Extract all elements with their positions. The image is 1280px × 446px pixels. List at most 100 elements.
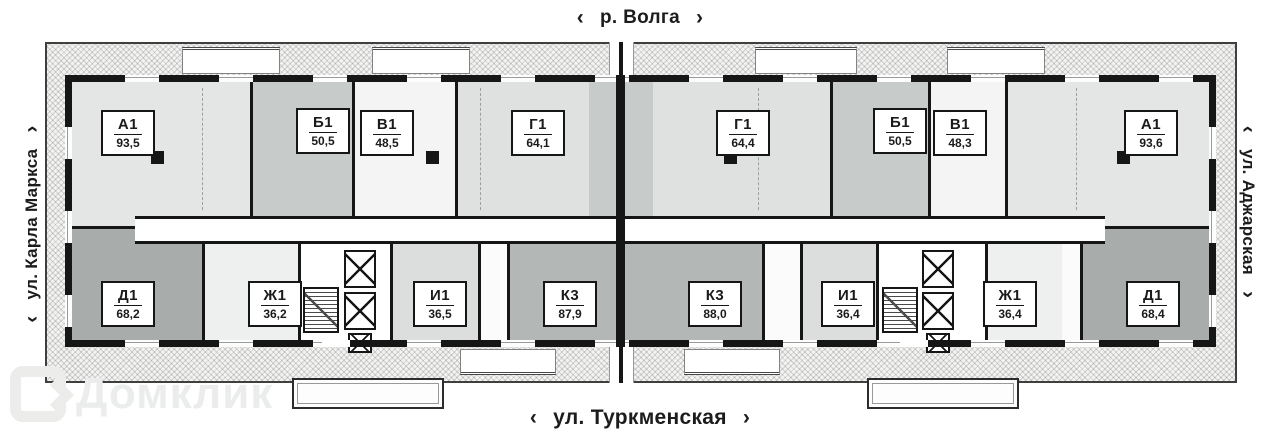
elevator [922,292,954,330]
wall [72,226,135,229]
label-divider [114,305,142,306]
balcony [684,349,780,375]
wall [1080,244,1083,340]
exterior-wall [1209,75,1216,347]
label-divider [834,305,862,306]
elevator [922,250,954,288]
chevron-left-icon: ‹ [20,315,43,323]
apartment-label-b1-left[interactable]: Б1 50,5 [296,108,350,154]
balcony [947,47,1045,74]
wall [830,82,833,216]
apartment-area: 68,4 [1141,307,1165,321]
apartment-area: 64,4 [731,136,755,150]
chevron-right-icon: › [1237,290,1260,299]
apartment-area: 64,1 [526,136,550,150]
label-divider [1139,305,1167,306]
chevron-left-icon: ‹ [529,406,538,429]
apartment-area: 93,5 [116,136,140,150]
wall [507,244,510,340]
entrance-porch [292,378,444,409]
apartment-code: Д1 [1142,287,1164,304]
apartment-label-zh1-left[interactable]: Ж1 36,2 [248,281,302,327]
balcony [755,47,857,74]
apartment-label-v1-right[interactable]: В1 48,3 [933,110,987,156]
corridor [135,216,619,244]
dashed-line [202,88,203,210]
apartment-code: К3 [560,287,580,304]
apartment-unit-a1-right[interactable] [1005,82,1209,226]
apartment-code: К3 [705,287,725,304]
chevron-right-icon: › [695,6,704,29]
street-label-south: ‹ ул. Туркменская › [470,406,810,430]
apartment-label-a1-right[interactable]: А1 93,6 [1124,110,1178,156]
column [426,151,439,164]
apartment-area: 36,4 [998,307,1022,321]
street-label-east: ‹ ул. Аджарская › [1236,102,1260,322]
wall [250,82,253,216]
label-divider [524,134,552,135]
entrance-porch [867,378,1019,409]
apartment-area: 93,6 [1139,136,1163,150]
wall [390,244,393,340]
apartment-label-a1-left[interactable]: А1 93,5 [101,110,155,156]
apartment-code: Д1 [117,287,139,304]
apartment-code: Ж1 [263,287,287,304]
apartment-label-d1-left[interactable]: Д1 68,2 [101,281,155,327]
label-divider [309,132,337,133]
exterior-wall [65,75,72,347]
apartment-code: А1 [117,116,139,133]
apartment-code: Ж1 [998,287,1022,304]
apartment-label-zh1-right[interactable]: Ж1 36,4 [983,281,1037,327]
apartment-label-d1-right[interactable]: Д1 68,4 [1126,281,1180,327]
apartment-label-g1-right[interactable]: Г1 64,4 [716,110,770,156]
apartment-unit-g1-left-hall[interactable] [589,82,619,216]
label-divider [886,132,914,133]
wall [762,244,765,340]
chevron-right-icon: › [742,406,751,429]
chevron-right-icon: › [20,125,43,133]
street-label-west: ‹ ул. Карла Маркса › [20,114,44,334]
wall [202,244,205,340]
balcony [182,47,280,74]
seam-wall [616,75,625,347]
wall [478,244,481,340]
corridor [623,216,1105,244]
wall [1005,82,1008,216]
entrance-door [900,340,928,347]
wall [928,82,931,216]
dashed-line [480,88,481,210]
apartment-area: 36,2 [263,307,287,321]
apartment-unit-g1-right-hall[interactable] [623,82,653,216]
label-divider [373,134,401,135]
street-label-north: ‹ р. Волга › [490,6,790,30]
apartment-code: В1 [376,116,398,133]
apartment-area: 87,9 [558,307,582,321]
label-divider [114,134,142,135]
seam-wall [619,42,623,75]
wall [1105,226,1209,229]
apartment-label-k3-right[interactable]: К3 88,0 [688,281,742,327]
apartment-unit-d1-right[interactable] [1105,229,1209,244]
elevator [344,292,376,330]
apartment-label-v1-left[interactable]: В1 48,5 [360,110,414,156]
chevron-left-icon: ‹ [576,6,585,29]
street-name-east: ул. Аджарская [1239,149,1258,275]
apartment-area: 48,3 [948,136,972,150]
label-divider [729,134,757,135]
apartment-label-i1-right[interactable]: И1 36,4 [821,281,875,327]
apartment-label-g1-left[interactable]: Г1 64,1 [511,110,565,156]
stairs [303,287,339,333]
wall [800,244,803,340]
apartment-code: И1 [837,287,859,304]
balcony [460,349,556,375]
apartment-label-k3-left[interactable]: К3 87,9 [543,281,597,327]
apartment-area: 36,4 [836,307,860,321]
wall [352,82,355,216]
label-divider [556,305,584,306]
chevron-left-icon: ‹ [1237,125,1260,134]
street-name-west: ул. Карла Маркса [22,148,41,300]
apartment-code: Г1 [734,116,752,133]
apartment-label-i1-left[interactable]: И1 36,5 [413,281,467,327]
apartment-label-b1-right[interactable]: Б1 50,5 [873,108,927,154]
street-name-north: р. Волга [600,7,680,28]
